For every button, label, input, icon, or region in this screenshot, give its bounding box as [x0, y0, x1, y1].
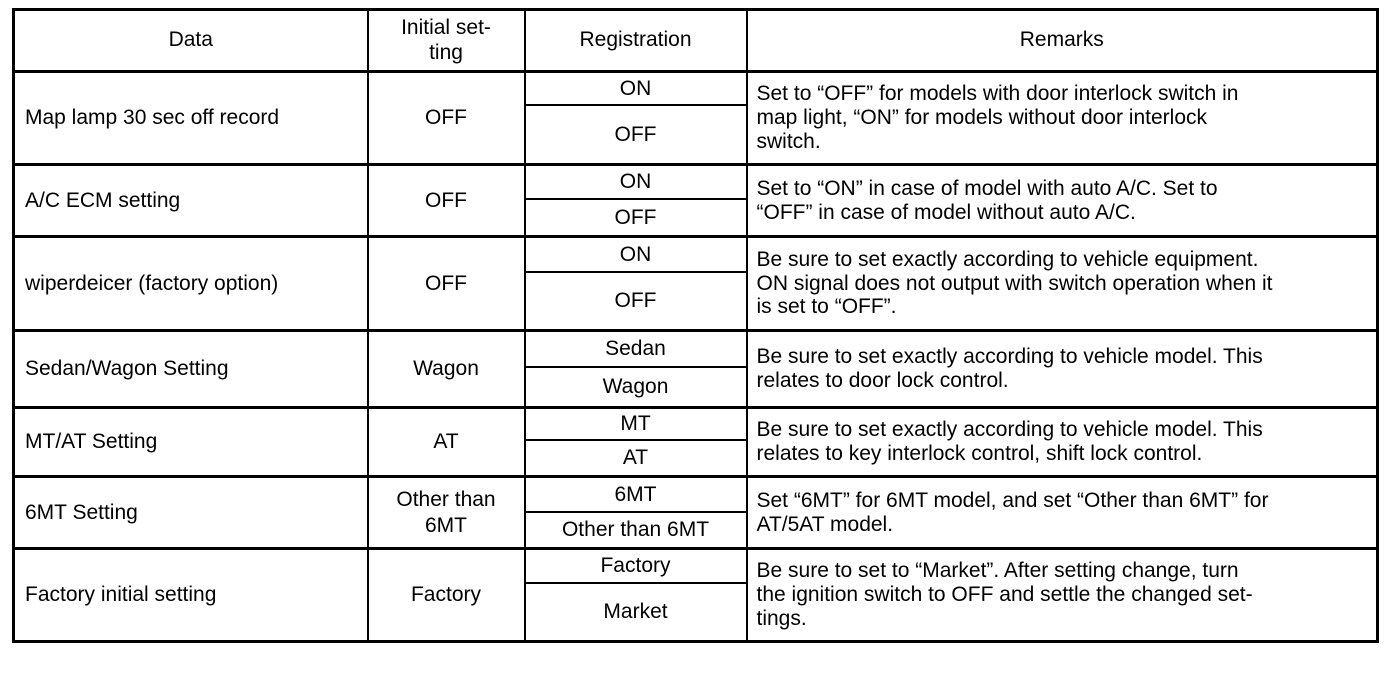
registration-option-cell: OFF [523, 103, 748, 166]
table-row: Map lamp 30 sec off record OFF ON Set to… [12, 70, 1379, 166]
header-data: Data [12, 8, 369, 73]
table-row: Sedan/Wagon Setting Wagon Sedan Be sure … [12, 329, 1379, 409]
initial-setting-cell: Factory [366, 547, 526, 643]
registration-option-cell: Other than 6MT [523, 510, 748, 550]
header-registration: Registration [523, 8, 748, 73]
initial-setting-cell: OFF [366, 235, 526, 332]
data-cell: A/C ECM setting [12, 163, 369, 238]
remarks-cell: Set to “OFF” for models with door interl… [745, 70, 1379, 166]
registration-option-cell: OFF [523, 197, 748, 238]
settings-table: Data Initial set- ting Registration Rema… [12, 8, 1379, 643]
header-remarks: Remarks [745, 8, 1379, 73]
registration-option-cell: ON [523, 235, 748, 273]
data-cell: Map lamp 30 sec off record [12, 70, 369, 166]
header-initial-setting: Initial set- ting [366, 8, 526, 73]
table-row-sub: AT [14, 438, 1378, 478]
registration-option-cell: OFF [523, 270, 748, 332]
remarks-cell: Be sure to set exactly according to vehi… [745, 329, 1379, 409]
table-row-sub: Wagon [14, 365, 1378, 409]
table-row: MT/AT Setting AT MT Be sure to set exact… [12, 406, 1379, 478]
registration-option-cell: Market [523, 581, 748, 643]
header-row: Data Initial set- ting Registration Rema… [12, 8, 1379, 73]
registration-option-cell: Factory [523, 547, 748, 584]
data-cell: Factory initial setting [12, 547, 369, 643]
table-row-sub: Market [14, 581, 1378, 643]
registration-option-cell: AT [523, 438, 748, 478]
table-row: wiperdeicer (factory option) OFF ON Be s… [12, 235, 1379, 332]
registration-option-cell: Sedan [523, 329, 748, 368]
table-row: Factory initial setting Factory Factory … [12, 547, 1379, 643]
data-cell: 6MT Setting [12, 475, 369, 550]
table-row-sub: Other than 6MT [14, 510, 1378, 550]
data-cell: wiperdeicer (factory option) [12, 235, 369, 332]
table-row-sub: OFF [14, 197, 1378, 238]
remarks-cell: Be sure to set to “Market”. After settin… [745, 547, 1379, 643]
initial-setting-cell: Other than 6MT [366, 475, 526, 550]
registration-option-cell: ON [523, 163, 748, 200]
initial-setting-cell: OFF [366, 70, 526, 166]
table-row: 6MT Setting Other than 6MT 6MT Set “6MT”… [12, 475, 1379, 550]
registration-option-cell: Wagon [523, 365, 748, 409]
initial-setting-cell: Wagon [366, 329, 526, 409]
data-cell: Sedan/Wagon Setting [12, 329, 369, 409]
initial-setting-cell: AT [366, 406, 526, 478]
remarks-cell: Set to “ON” in case of model with auto A… [745, 163, 1379, 238]
remarks-cell: Be sure to set exactly according to vehi… [745, 235, 1379, 332]
remarks-cell: Be sure to set exactly according to vehi… [745, 406, 1379, 478]
data-cell: MT/AT Setting [12, 406, 369, 478]
registration-option-cell: MT [523, 406, 748, 441]
registration-option-cell: ON [523, 70, 748, 106]
table-row: A/C ECM setting OFF ON Set to “ON” in ca… [12, 163, 1379, 238]
table-row-sub: OFF [14, 103, 1378, 166]
initial-setting-cell: OFF [366, 163, 526, 238]
table-row-sub: OFF [14, 270, 1378, 332]
remarks-cell: Set “6MT” for 6MT model, and set “Other … [745, 475, 1379, 550]
registration-option-cell: 6MT [523, 475, 748, 513]
